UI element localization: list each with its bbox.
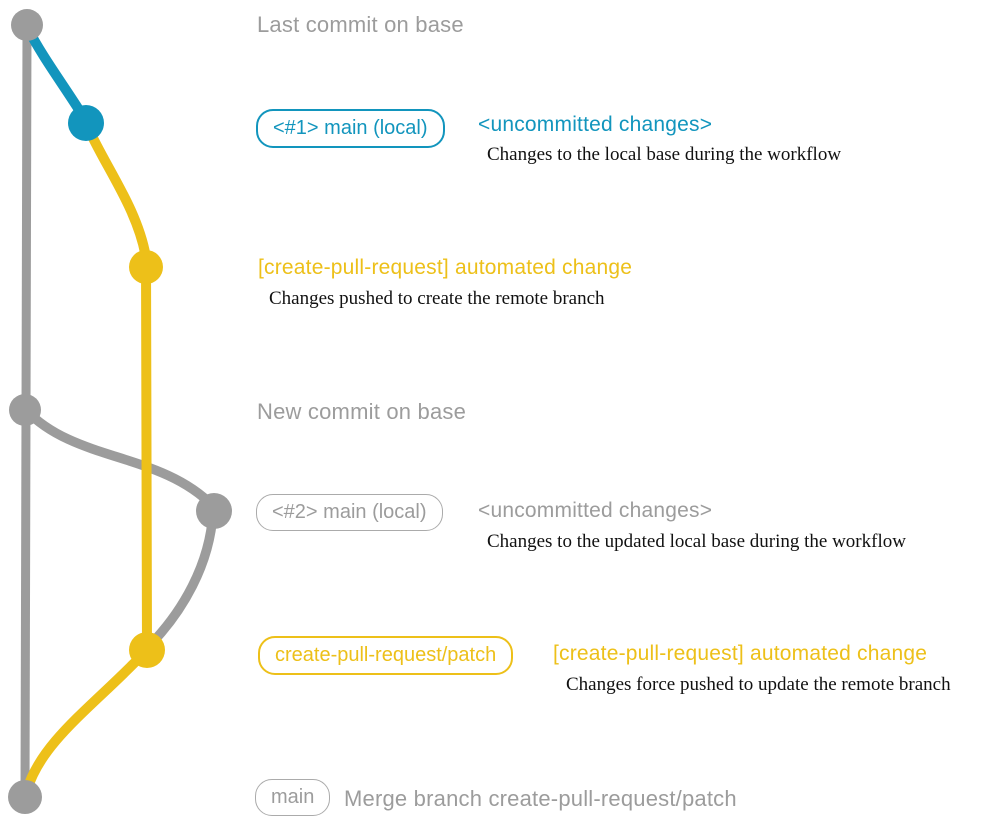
- edge-base-to-local-2: [21, 405, 218, 511]
- edge-local-2-to-patch: [145, 507, 218, 650]
- branch-badge-main-local-1: <#1> main (local): [256, 109, 445, 148]
- edge-merge-into-base: [22, 645, 152, 795]
- desc-uncommitted-changes-2: Changes to the updated local base during…: [487, 531, 906, 552]
- branch-badge-main: main: [255, 779, 331, 816]
- desc-automated-change-2: Changes force pushed to update the remot…: [566, 674, 951, 695]
- label-uncommitted-changes-2: <uncommitted changes>: [478, 499, 713, 522]
- commit-node-automated-change-2: [129, 632, 165, 668]
- label-automated-change-1: [create-pull-request] automated change: [258, 256, 633, 279]
- label-uncommitted-changes-1: <uncommitted changes>: [478, 113, 713, 136]
- commit-node-automated-change-1: [129, 250, 163, 284]
- commit-node-local-main-1: [68, 105, 104, 141]
- label-last-commit-on-base: Last commit on base: [257, 12, 464, 37]
- branch-badge-main-local-2: <#2> main (local): [256, 494, 443, 531]
- commit-node-merge: [8, 780, 42, 814]
- label-automated-change-2: [create-pull-request] automated change: [553, 642, 928, 665]
- label-new-commit-on-base: New commit on base: [257, 399, 467, 424]
- branch-badge-create-pull-request-patch: create-pull-request/patch: [258, 636, 514, 675]
- commit-node-last-base: [11, 9, 43, 41]
- label-merge-branch: Merge branch create-pull-request/patch: [344, 786, 737, 811]
- desc-uncommitted-changes-1: Changes to the local base during the wor…: [487, 144, 842, 165]
- desc-automated-change-1: Changes pushed to create the remote bran…: [269, 288, 605, 309]
- commit-node-new-base: [9, 394, 41, 426]
- edge-create-pull-request-branch: [81, 118, 152, 655]
- commit-node-local-main-2: [196, 493, 232, 529]
- edge-local-changes: [22, 22, 91, 126]
